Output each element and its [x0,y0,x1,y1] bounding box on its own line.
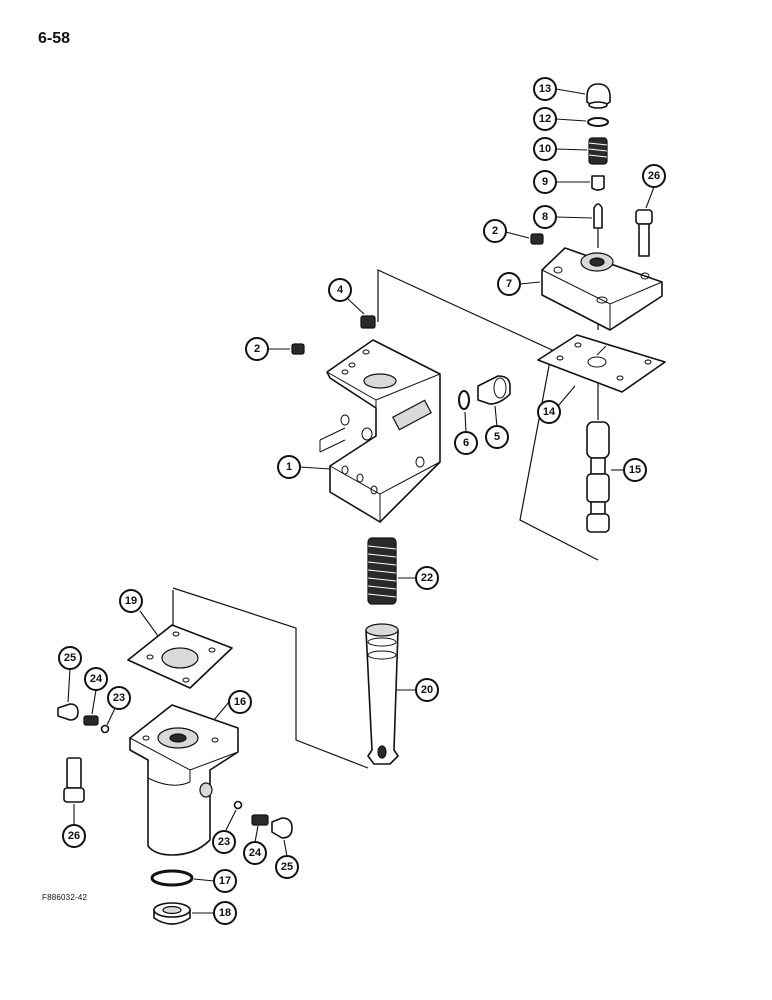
svg-text:2: 2 [492,225,498,237]
svg-text:19: 19 [125,595,137,607]
part-13-plug [586,83,611,109]
svg-text:10: 10 [539,143,551,155]
svg-text:25: 25 [281,861,293,873]
part-8-pin [593,203,603,229]
svg-text:2: 2 [254,343,260,355]
svg-text:17: 17 [219,875,231,887]
callout-4: 4 [328,278,352,302]
callout-24-left: 24 [84,667,108,691]
part-26-bolt-lower [63,757,85,803]
part-25-plug-left [57,703,79,721]
svg-text:25: 25 [64,652,76,664]
callout-16: 16 [228,690,252,714]
callout-9: 9 [533,170,557,194]
svg-text:24: 24 [249,847,262,859]
callout-25-right: 25 [275,855,299,879]
callout-25-left: 25 [58,646,82,670]
callout-18: 18 [213,901,237,925]
leader-lines [67,88,655,914]
svg-text:26: 26 [68,830,80,842]
callout-20: 20 [415,678,439,702]
callout-14: 14 [537,400,561,424]
part-12-o-ring [587,117,609,127]
part-24-spring-right [251,814,269,826]
callout-12: 12 [533,107,557,131]
callout-19: 19 [119,589,143,613]
part-10-spring [588,137,608,165]
svg-text:9: 9 [542,176,548,188]
svg-text:5: 5 [494,431,500,443]
callout-6: 6 [454,431,478,455]
callout-23-left: 23 [107,686,131,710]
callout-1: 1 [277,455,301,479]
part-16-housing [129,704,239,856]
part-15-spool [586,421,610,533]
part-14-gasket [537,334,666,393]
part-6-o-ring [458,390,470,410]
svg-text:16: 16 [234,696,246,708]
svg-text:23: 23 [113,692,125,704]
part-26-bolt-upper [635,209,653,257]
svg-text:13: 13 [539,83,551,95]
callout-22: 22 [415,566,439,590]
svg-text:23: 23 [218,836,230,848]
svg-text:6: 6 [463,437,469,449]
svg-text:12: 12 [539,113,551,125]
svg-text:15: 15 [629,464,641,476]
callout-24-right: 24 [243,841,267,865]
callout-5: 5 [485,425,509,449]
svg-text:26: 26 [648,170,660,182]
svg-text:22: 22 [421,572,433,584]
part-7-cover [541,247,663,331]
callout-8: 8 [533,205,557,229]
callout-26-upper: 26 [642,164,666,188]
part-23-ball-right [233,800,243,810]
svg-text:14: 14 [543,406,556,418]
figure-code: F886032-42 [42,893,88,902]
part-20-piston [365,623,399,765]
part-25-plug-right [271,817,293,839]
callout-7: 7 [497,272,521,296]
part-5-plug [477,375,511,405]
callout-23-right: 23 [212,830,236,854]
part-24-spring-left [83,715,99,726]
part-1-valve-body [319,339,441,523]
part-23-ball-left [100,724,110,734]
callout-10: 10 [533,137,557,161]
part-22-spring [367,537,397,605]
page-number: 6-58 [38,30,71,47]
svg-text:24: 24 [90,673,103,685]
svg-text:4: 4 [337,284,344,296]
part-2-plug-middle [291,343,305,355]
svg-text:1: 1 [286,461,292,473]
part-9-poppet [591,175,605,191]
part-4-plug [360,315,376,329]
svg-text:20: 20 [421,684,433,696]
svg-text:8: 8 [542,211,548,223]
svg-text:7: 7 [506,278,512,290]
callout-26-lower: 26 [62,824,86,848]
part-2-plug-upper [530,233,544,245]
part-17-o-ring [150,869,194,887]
callout-15: 15 [623,458,647,482]
callout-13: 13 [533,77,557,101]
part-19-gasket [127,624,233,689]
callout-17: 17 [213,869,237,893]
callout-2-middle: 2 [245,337,269,361]
part-18-nut [153,902,191,925]
svg-text:18: 18 [219,907,231,919]
callout-2-upper: 2 [483,219,507,243]
